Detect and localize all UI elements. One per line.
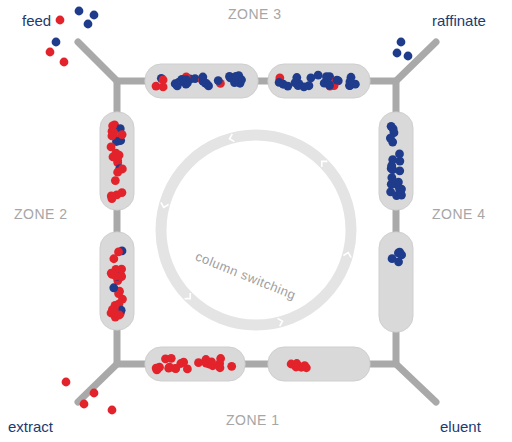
particle — [300, 82, 309, 91]
switching-ring — [160, 134, 352, 326]
pipes — [78, 42, 436, 402]
port-label: raffinate — [432, 12, 486, 29]
particle — [388, 254, 397, 263]
particle — [167, 354, 176, 363]
particle — [404, 52, 413, 61]
ring-label: column switching — [193, 249, 298, 303]
particle — [115, 311, 124, 320]
particle — [306, 73, 315, 82]
particle — [164, 364, 173, 373]
port-label: extract — [8, 418, 53, 435]
particle — [52, 38, 61, 47]
particle — [107, 142, 116, 151]
zone-label: ZONE 2 — [14, 206, 68, 222]
column — [100, 112, 134, 210]
particle — [56, 16, 65, 25]
raffinate-pipe — [396, 42, 436, 81]
particle — [113, 168, 122, 177]
columns — [100, 64, 413, 381]
particle — [108, 194, 117, 203]
particle — [216, 354, 225, 363]
particle — [199, 77, 208, 86]
particle — [325, 81, 334, 90]
particle — [118, 188, 127, 197]
particle — [80, 400, 89, 409]
loop-pipe — [117, 81, 396, 364]
switch-arrow — [343, 252, 352, 258]
switch-arrow — [160, 202, 169, 208]
column — [268, 64, 370, 98]
particle — [46, 48, 55, 57]
zone-label: ZONE 3 — [228, 6, 282, 22]
particle — [333, 76, 342, 85]
eluent-pipe — [396, 364, 436, 402]
column — [100, 232, 134, 330]
particle — [386, 134, 395, 143]
particle — [153, 366, 162, 375]
particle — [395, 166, 404, 175]
particle — [90, 11, 99, 20]
particle — [231, 72, 240, 81]
extract-pipe — [78, 364, 117, 402]
zone-label: ZONE 1 — [226, 412, 280, 428]
switch-arrow — [185, 293, 193, 301]
switch-arrow — [278, 317, 284, 326]
particle — [118, 295, 127, 304]
particle — [388, 155, 397, 164]
particle — [182, 75, 191, 84]
column — [379, 232, 413, 332]
particle — [60, 58, 69, 67]
particle — [227, 362, 236, 371]
particle — [108, 132, 117, 141]
port-label: eluent — [440, 418, 481, 435]
column — [145, 64, 258, 98]
port-label: feed — [22, 12, 51, 29]
zone-label: ZONE 4 — [432, 206, 486, 222]
particle — [207, 357, 216, 366]
particle — [118, 130, 127, 139]
particle — [109, 283, 118, 292]
particle — [287, 360, 296, 369]
particle — [386, 187, 395, 196]
particle — [62, 378, 71, 387]
particle — [90, 389, 99, 398]
switch-arrow — [228, 134, 234, 143]
particles — [46, 7, 413, 415]
particle — [397, 38, 406, 47]
particle — [111, 176, 120, 185]
particle — [387, 173, 396, 182]
particle — [387, 122, 396, 131]
particle — [84, 20, 93, 29]
switch-arrow — [319, 159, 327, 167]
particle — [393, 49, 402, 58]
ring — [161, 135, 351, 325]
particle — [191, 74, 200, 83]
particle — [114, 247, 123, 256]
particle — [297, 363, 306, 372]
particle — [291, 78, 300, 87]
column — [145, 347, 245, 381]
particle — [108, 406, 117, 415]
particle — [159, 83, 168, 92]
particle — [346, 77, 355, 86]
particle — [214, 76, 223, 85]
particle — [107, 269, 116, 278]
column — [379, 112, 413, 210]
particle — [397, 185, 406, 194]
particle — [117, 265, 126, 274]
column — [268, 347, 370, 381]
particle — [75, 7, 84, 16]
feed-pipe — [78, 42, 117, 81]
